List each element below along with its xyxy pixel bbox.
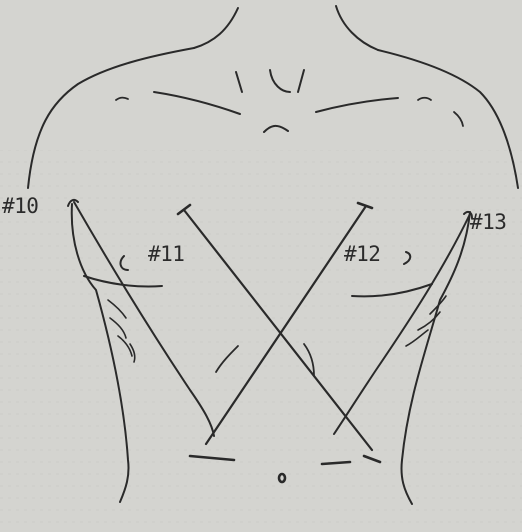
paper-texture xyxy=(0,150,522,532)
label-12: #12 xyxy=(344,244,380,265)
label-10: #10 xyxy=(2,196,38,217)
label-11: #11 xyxy=(148,244,184,265)
label-13: #13 xyxy=(470,212,506,233)
